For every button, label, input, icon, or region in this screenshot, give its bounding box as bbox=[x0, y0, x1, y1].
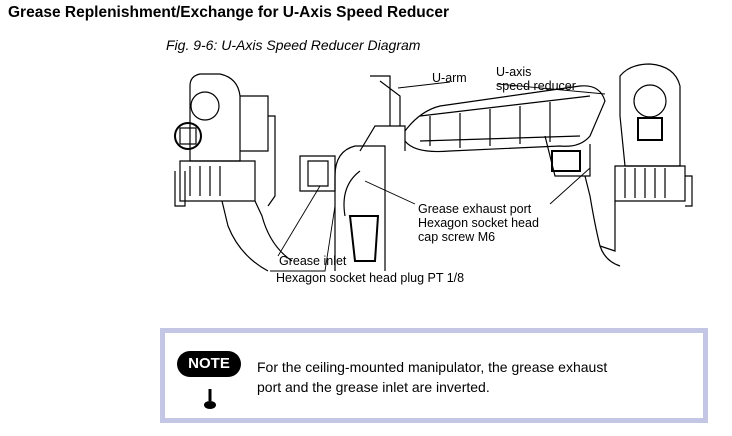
u-axis-label: U-axis bbox=[496, 65, 532, 79]
right-robot-view bbox=[584, 63, 693, 267]
exhaust-screw-label-1: Hexagon socket head bbox=[418, 216, 539, 230]
note-line-1: For the ceiling-mounted manipulator, the… bbox=[257, 359, 608, 375]
note-box: NOTE For the ceiling-mounted manipulator… bbox=[160, 328, 708, 423]
grease-exhaust-port-label: Grease exhaust port bbox=[418, 202, 532, 216]
figure-caption: Fig. 9-6: U-Axis Speed Reducer Diagram bbox=[166, 37, 421, 53]
middle-robot-view bbox=[299, 75, 606, 271]
inlet-plug-label: Hexagon socket head plug PT 1/8 bbox=[276, 271, 465, 285]
note-badge: NOTE bbox=[177, 351, 241, 377]
exhaust-screw-label-2: cap screw M6 bbox=[418, 230, 496, 244]
u-axis-speed-reducer-diagram bbox=[174, 63, 693, 272]
left-robot-view bbox=[174, 73, 293, 272]
note-text: For the ceiling-mounted manipulator, the… bbox=[257, 357, 677, 397]
note-line-2: port and the grease inlet are inverted. bbox=[257, 379, 490, 395]
note-pin-icon bbox=[204, 389, 216, 409]
section-heading: Grease Replenishment/Exchange for U-Axis… bbox=[8, 4, 450, 21]
grease-inlet-label: Grease inlet bbox=[279, 254, 347, 268]
u-arm-label: U-arm bbox=[432, 71, 467, 85]
leader-lines bbox=[270, 81, 606, 272]
u-axis-speed-reducer-label: speed reducer bbox=[496, 79, 576, 93]
